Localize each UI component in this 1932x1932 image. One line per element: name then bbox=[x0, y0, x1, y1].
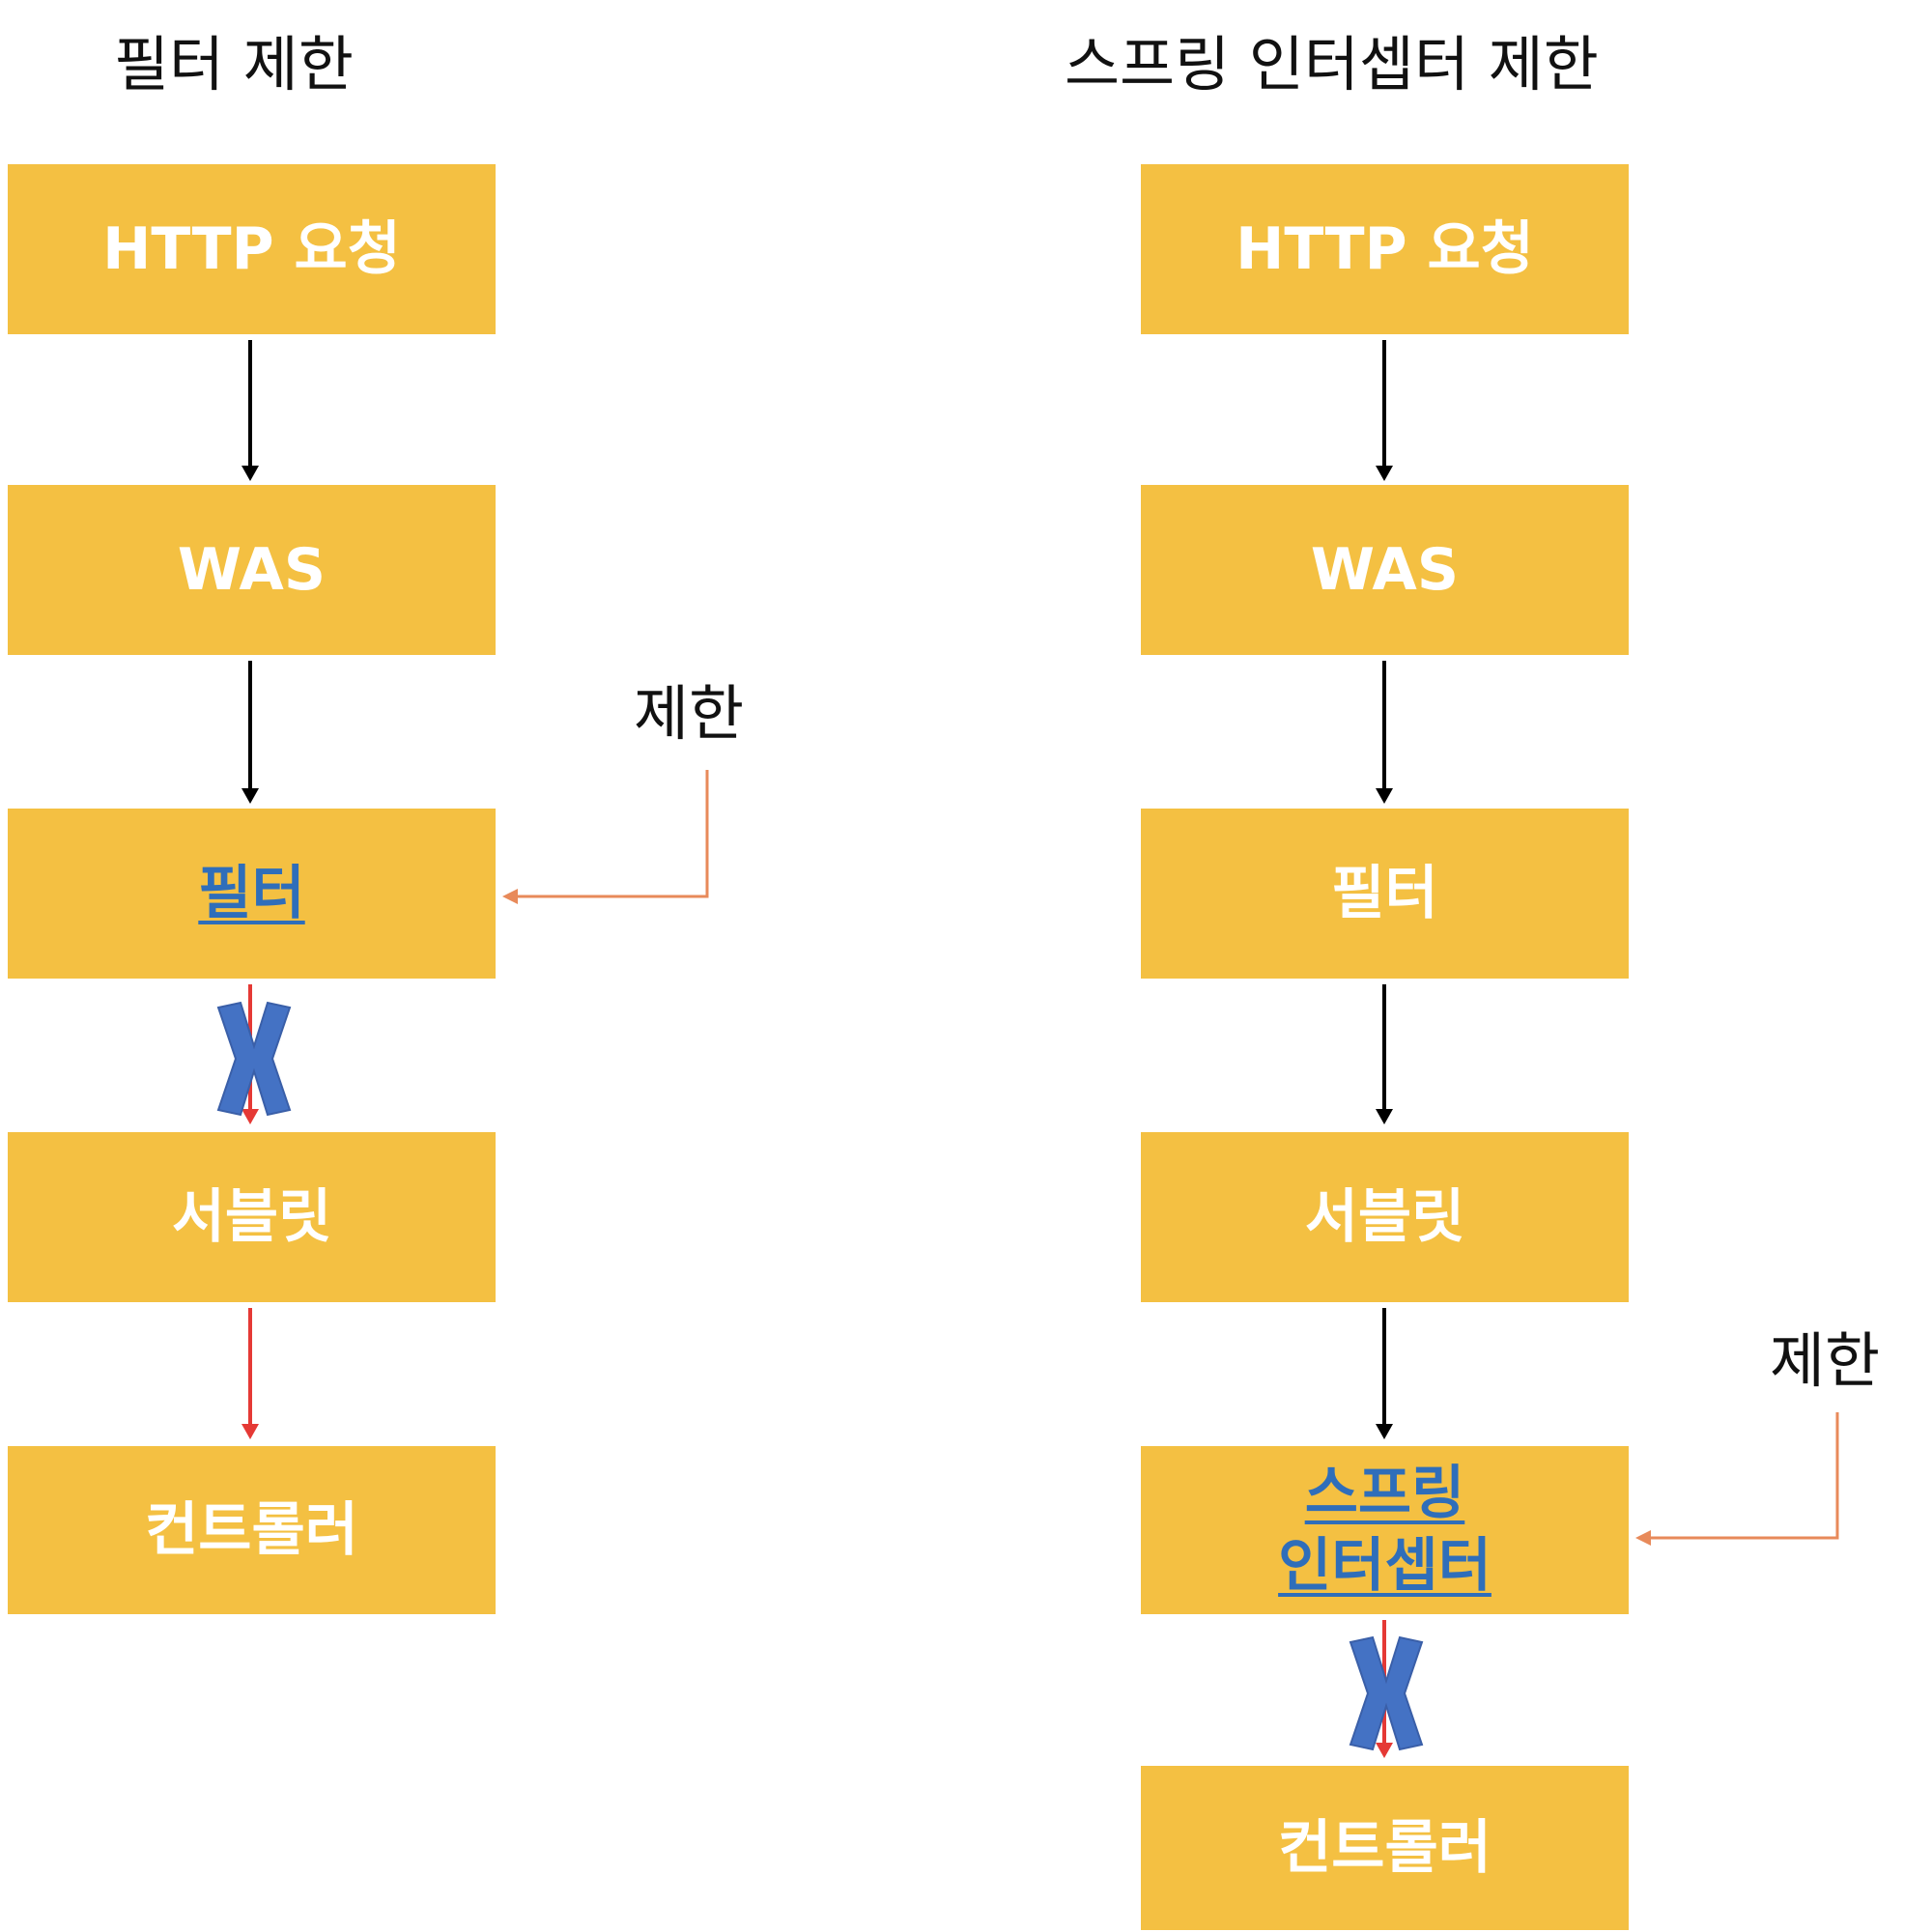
flow-arrow bbox=[1376, 661, 1393, 804]
restrict-pointer-arrow bbox=[1635, 1412, 1839, 1546]
flow-arrow bbox=[1376, 340, 1393, 481]
flow-arrow bbox=[242, 340, 259, 481]
left-box-http-request: HTTP 요청 bbox=[8, 164, 496, 334]
right-restrict-label: 제한 bbox=[1770, 1325, 1881, 1396]
right-box-filter: 필터 bbox=[1141, 809, 1629, 979]
right-box-was: WAS bbox=[1141, 485, 1629, 655]
left-box-filter: 필터 bbox=[8, 809, 496, 979]
left-restrict-label: 제한 bbox=[634, 678, 745, 749]
right-diagram-title: 스프링 인터셉터 제한 bbox=[1065, 29, 1599, 99]
restrict-pointer-arrow bbox=[502, 770, 709, 904]
right-box-servlet: 서블릿 bbox=[1141, 1132, 1629, 1302]
left-box-controller: 컨트롤러 bbox=[8, 1446, 496, 1614]
interceptor-link-text: 스프링 인터셉터 bbox=[1278, 1460, 1492, 1600]
block-x-icon bbox=[1349, 1635, 1424, 1751]
right-box-spring-interceptor: 스프링 인터셉터 bbox=[1141, 1446, 1629, 1614]
filter-link-text: 필터 bbox=[198, 859, 305, 927]
blocked-arrow bbox=[242, 1308, 259, 1439]
left-box-servlet: 서블릿 bbox=[8, 1132, 496, 1302]
left-diagram-title: 필터 제한 bbox=[114, 29, 354, 99]
block-x-icon bbox=[216, 1001, 292, 1117]
flow-arrow bbox=[242, 661, 259, 804]
right-box-controller: 컨트롤러 bbox=[1141, 1766, 1629, 1930]
flow-arrow bbox=[1376, 1308, 1393, 1439]
left-box-was: WAS bbox=[8, 485, 496, 655]
right-box-http-request: HTTP 요청 bbox=[1141, 164, 1629, 334]
flow-arrow bbox=[1376, 984, 1393, 1124]
